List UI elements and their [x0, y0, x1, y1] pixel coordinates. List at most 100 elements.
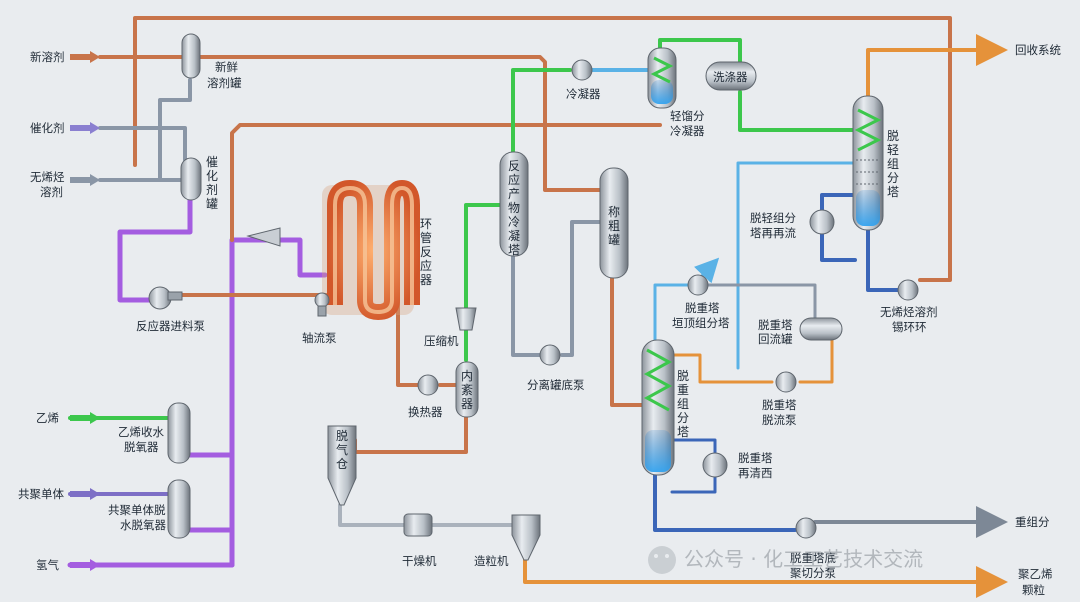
- label-degasser: 脱气仓: [336, 428, 348, 471]
- label-heavy-reboiler-b: 再清西: [738, 466, 773, 480]
- pipe-light-blue-feed: [736, 161, 857, 370]
- output-label-recovery: 回收系统: [1015, 43, 1061, 57]
- label-axial-pump: 轴流泵: [302, 331, 337, 345]
- scrubber: [705, 61, 757, 91]
- ethylene-deoxidizer: [167, 402, 191, 464]
- label-pelletizer: 造粒机: [474, 554, 509, 568]
- pipe-heavy-top: [653, 283, 692, 347]
- pipe-catalyst-to-pump: [117, 197, 193, 303]
- pipe-reactor-to-exchanger: [396, 298, 420, 387]
- compressor: [455, 307, 477, 331]
- internal-exchanger: [455, 361, 479, 418]
- label-comonomer-deox-b: 水脱氧器: [120, 518, 166, 532]
- label-light-condenser-a: 轻馏分: [670, 109, 705, 123]
- pipe-heavy-reboiler: [670, 438, 717, 457]
- label-heavy-reflux-pump-a: 脱重塔: [762, 398, 797, 412]
- feed-label-olefin-free-b: 溶剂: [40, 185, 63, 199]
- label-scrubber: 洗涤器: [713, 70, 748, 84]
- loop-reactor: [322, 179, 420, 321]
- feed-arrows: [70, 51, 100, 571]
- degasser: [327, 425, 357, 506]
- fresh-solvent-tank: [181, 33, 201, 79]
- light-column: [852, 95, 884, 231]
- label-reactor-feed-pump: 反应器进料泵: [136, 319, 205, 333]
- label-dryer: 干燥机: [402, 554, 437, 568]
- watermark: 公众号 · 化工工艺技术交流: [648, 546, 923, 574]
- wechat-icon: [648, 546, 676, 574]
- label-heavy-reflux-pump-b: 脱流泵: [762, 413, 797, 427]
- label-heavy-top-b: 垣顶组分塔: [672, 316, 730, 330]
- pipe-top-solvent-loop: [133, 16, 952, 282]
- label-fresh-tank-b: 溶剂罐: [207, 76, 242, 90]
- label-fresh-tank-a: 新鲜: [215, 60, 238, 74]
- pipe-weigh-to-heavy: [610, 276, 647, 407]
- feed-label-olefin-free-a: 无烯烃: [30, 170, 65, 184]
- check-valve-icon: [246, 227, 281, 247]
- pipe-fresh-tank-down: [158, 78, 192, 182]
- pipe-sep-pump-to-weigh: [560, 220, 602, 357]
- label-heat-exchanger: 换热器: [408, 405, 443, 419]
- feed-label-hydrogen: 氢气: [36, 558, 59, 572]
- pipe-light-col-bottom: [866, 228, 902, 292]
- heavy-reflux-drum: [799, 317, 843, 341]
- heavy-reflux-pump: [775, 371, 797, 393]
- feed-label-fresh-solvent: 新溶剂: [30, 50, 65, 64]
- heavy-reboiler: [702, 452, 728, 478]
- light-condenser: [647, 47, 677, 109]
- pipe-internal-to-degasser: [353, 413, 468, 454]
- label-weigh-tank: 称粗罐: [608, 205, 620, 247]
- labels: 新溶剂 催化剂 无烯烃 溶剂 乙烯 共聚单体 氢气 回收系统 重组分 聚乙烯 颗…: [18, 43, 1061, 597]
- catalyst-tank: [180, 157, 202, 201]
- label-product-cooling-tower: 反应产物冷凝塔: [508, 159, 520, 257]
- feed-label-ethylene: 乙烯: [36, 411, 59, 425]
- label-internal-exchanger: 内紊器: [461, 369, 473, 411]
- feed-label-comonomer: 共聚单体: [18, 487, 64, 501]
- pipe-catalyst: [98, 126, 187, 162]
- light-reboiler: [809, 209, 835, 235]
- pipe-cooling-tower-top: [511, 68, 572, 162]
- label-olefin-recycle-b: 锡环环: [892, 320, 927, 334]
- pipe-heavy-top-vent: [693, 257, 720, 284]
- feed-label-catalyst: 催化剂: [30, 121, 65, 135]
- watermark-text: 公众号 · 化工工艺技术交流: [684, 547, 923, 571]
- condenser: [571, 59, 593, 81]
- label-heavy-column: 脱重组分塔: [677, 368, 689, 439]
- reactor-feed-pump: [148, 286, 183, 310]
- pipe-to-recovery: [866, 34, 1008, 102]
- pipe-scrubber-to-light-col: [738, 90, 857, 132]
- dryer: [403, 513, 433, 537]
- label-heavy-reflux-b: 回流罐: [758, 332, 793, 346]
- label-heavy-reflux-a: 脱重塔: [758, 318, 793, 332]
- output-label-heavy: 重组分: [1015, 515, 1050, 529]
- pipe-tower-to-sep-pump: [511, 253, 542, 357]
- label-light-column: 脱轻组分塔: [887, 128, 899, 199]
- pipe-reflux-pump-back: [670, 353, 774, 384]
- axial-pump: [314, 292, 330, 317]
- comonomer-deoxidizer: [167, 479, 191, 539]
- label-light-reflux-a: 脱轻组分: [750, 211, 796, 225]
- label-heavy-reboiler-a: 脱重塔: [738, 451, 773, 465]
- output-label-pellets-a: 聚乙烯: [1018, 567, 1053, 581]
- pipe-heavy-reboiler-back: [670, 473, 717, 494]
- pipe-to-pellets: [523, 558, 1008, 598]
- heavy-column: [641, 339, 675, 476]
- heavy-top-condenser: [687, 274, 709, 296]
- label-heavy-bottom-pump-b: 聚切分泵: [790, 566, 836, 580]
- weigh-tank: [599, 167, 629, 279]
- pipe-reflux-loop: [798, 328, 834, 384]
- pipe-purple-main: [229, 237, 328, 568]
- output-label-pellets-b: 颗粒: [1022, 583, 1045, 597]
- pipe-compressor-up: [464, 203, 502, 362]
- pelletizer: [511, 514, 541, 561]
- pipe-top-to-reflux-drum: [706, 283, 817, 320]
- olefin-free-recycle-pump: [897, 279, 919, 301]
- pipe-light-return: [230, 123, 662, 242]
- label-compressor: 压缩机: [424, 334, 459, 348]
- label-catalyst-tank: 催化剂罐: [206, 155, 218, 211]
- label-ethylene-deox-b: 脱氧器: [124, 440, 159, 454]
- label-light-condenser-b: 冷凝器: [670, 124, 705, 138]
- label-olefin-recycle-a: 无烯烃溶剂: [880, 305, 938, 319]
- label-heavy-bottom-pump-a: 脱重塔底: [790, 551, 836, 565]
- vertical-labels: 催化剂罐 环管反应器 反应产物冷凝塔 脱轻组分塔 称粗罐 脱重组分塔 内紊器 脱…: [206, 128, 899, 471]
